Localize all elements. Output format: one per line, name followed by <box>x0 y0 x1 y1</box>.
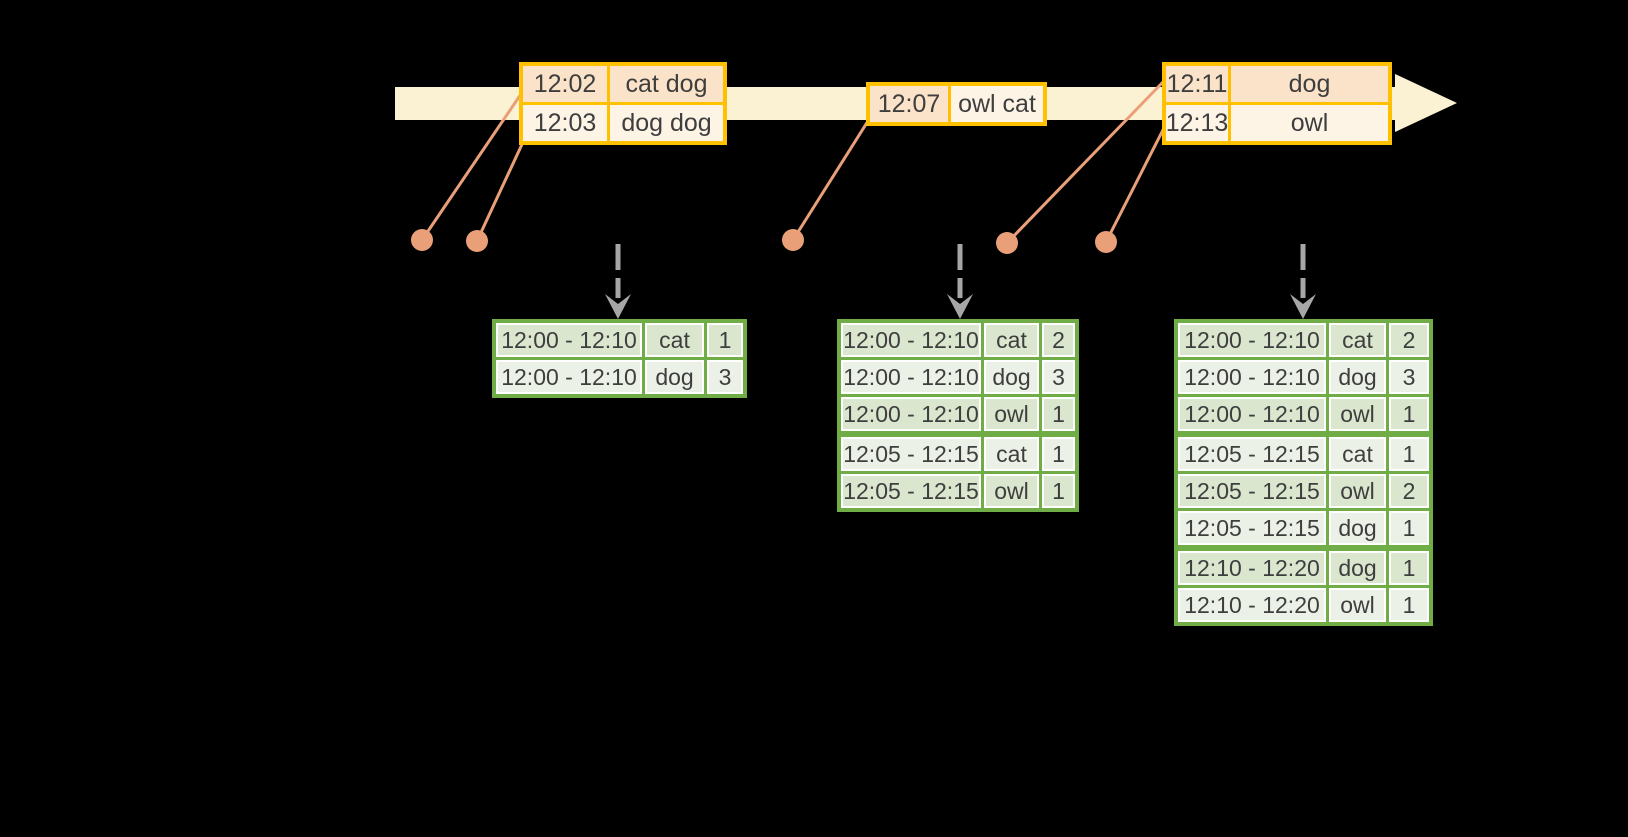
word-cell: owl <box>984 474 1039 508</box>
word-cell: cat <box>1329 437 1386 471</box>
word-cell: dog <box>645 360 704 394</box>
window-cell: 12:05 - 12:15 <box>841 474 981 508</box>
event-time-cell: 12:02 <box>523 66 607 102</box>
count-cell: 2 <box>1389 323 1429 357</box>
count-cell: 3 <box>707 360 743 394</box>
word-cell: dog <box>1329 511 1386 545</box>
result-row: 12:00 - 12:10 owl 1 <box>1178 397 1429 431</box>
result-row: 12:00 - 12:10 dog 3 <box>1178 360 1429 394</box>
event-words-cell: cat dog <box>610 66 723 102</box>
event-dot-icon <box>996 232 1018 254</box>
window-cell: 12:00 - 12:10 <box>841 323 981 357</box>
count-cell: 1 <box>1389 588 1429 622</box>
input-event-row: 12:07 owl cat <box>870 86 1043 122</box>
event-time-cell: 12:07 <box>870 86 948 122</box>
window-cell: 12:00 - 12:10 <box>496 360 642 394</box>
window-cell: 12:00 - 12:10 <box>496 323 642 357</box>
result-row: 12:10 - 12:20 dog 1 <box>1178 551 1429 585</box>
window-cell: 12:00 - 12:10 <box>841 397 981 431</box>
result-row: 12:00 - 12:10 owl 1 <box>841 397 1075 431</box>
word-cell: owl <box>1329 397 1386 431</box>
input-batch-table-2: 12:07 owl cat <box>866 82 1047 126</box>
count-cell: 3 <box>1389 360 1429 394</box>
event-words-cell: owl <box>1231 105 1388 141</box>
trigger-arrowhead-icon <box>1290 294 1316 319</box>
event-connector-line <box>475 139 526 242</box>
result-row: 12:05 - 12:15 owl 1 <box>841 474 1075 508</box>
result-row: 12:00 - 12:10 cat 2 <box>1178 323 1429 357</box>
word-cell: owl <box>1329 474 1386 508</box>
event-connector-line <box>1005 80 1165 245</box>
count-cell: 1 <box>1042 474 1075 508</box>
event-time-cell: 12:13 <box>1166 105 1228 141</box>
trigger-arrowhead-icon <box>947 294 973 319</box>
window-cell: 12:05 - 12:15 <box>841 437 981 471</box>
input-event-row: 12:03 dog dog <box>523 105 723 141</box>
result-row: 12:05 - 12:15 cat 1 <box>841 437 1075 471</box>
event-connector-line <box>420 93 523 241</box>
event-words-cell: owl cat <box>951 86 1043 122</box>
event-connector-line <box>791 120 870 241</box>
window-cell: 12:05 - 12:15 <box>1178 511 1326 545</box>
window-cell: 12:05 - 12:15 <box>1178 474 1326 508</box>
event-connector-line <box>1104 123 1168 243</box>
input-batch-table-3: 12:11 dog 12:13 owl <box>1162 62 1392 145</box>
input-event-row: 12:02 cat dog <box>523 66 723 102</box>
event-words-cell: dog dog <box>610 105 723 141</box>
window-cell: 12:00 - 12:10 <box>841 360 981 394</box>
count-cell: 1 <box>1389 511 1429 545</box>
event-dot-icon <box>782 229 804 251</box>
count-cell: 2 <box>1389 474 1429 508</box>
window-cell: 12:00 - 12:10 <box>1178 397 1326 431</box>
event-time-cell: 12:03 <box>523 105 607 141</box>
result-row: 12:05 - 12:15 cat 1 <box>1178 437 1429 471</box>
count-cell: 1 <box>1389 551 1429 585</box>
result-row: 12:00 - 12:10 cat 2 <box>841 323 1075 357</box>
count-cell: 1 <box>707 323 743 357</box>
count-cell: 1 <box>1389 397 1429 431</box>
input-event-row: 12:11 dog <box>1166 66 1388 102</box>
word-cell: owl <box>984 397 1039 431</box>
event-dot-icon <box>1095 231 1117 253</box>
timeline-arrowhead-icon <box>1395 74 1457 132</box>
count-cell: 1 <box>1042 437 1075 471</box>
input-batch-table-1: 12:02 cat dog 12:03 dog dog <box>519 62 727 145</box>
word-cell: dog <box>1329 360 1386 394</box>
count-cell: 1 <box>1389 437 1429 471</box>
word-cell: dog <box>984 360 1039 394</box>
event-words-cell: dog <box>1231 66 1388 102</box>
result-row: 12:00 - 12:10 cat 1 <box>496 323 743 357</box>
result-row: 12:05 - 12:15 dog 1 <box>1178 511 1429 545</box>
trigger-arrowhead-icon <box>605 294 631 319</box>
window-cell: 12:10 - 12:20 <box>1178 551 1326 585</box>
window-cell: 12:10 - 12:20 <box>1178 588 1326 622</box>
count-cell: 2 <box>1042 323 1075 357</box>
word-cell: cat <box>645 323 704 357</box>
result-table-2: 12:00 - 12:10 cat 2 12:00 - 12:10 dog 3 … <box>837 319 1079 512</box>
result-row: 12:00 - 12:10 dog 3 <box>496 360 743 394</box>
count-cell: 3 <box>1042 360 1075 394</box>
count-cell: 1 <box>1042 397 1075 431</box>
result-row: 12:00 - 12:10 dog 3 <box>841 360 1075 394</box>
result-row: 12:10 - 12:20 owl 1 <box>1178 588 1429 622</box>
window-cell: 12:00 - 12:10 <box>1178 323 1326 357</box>
result-row: 12:05 - 12:15 owl 2 <box>1178 474 1429 508</box>
event-dot-icon <box>466 230 488 252</box>
input-event-row: 12:13 owl <box>1166 105 1388 141</box>
word-cell: owl <box>1329 588 1386 622</box>
window-cell: 12:05 - 12:15 <box>1178 437 1326 471</box>
window-cell: 12:00 - 12:10 <box>1178 360 1326 394</box>
result-table-3: 12:00 - 12:10 cat 2 12:00 - 12:10 dog 3 … <box>1174 319 1433 626</box>
word-cell: cat <box>984 323 1039 357</box>
word-cell: cat <box>1329 323 1386 357</box>
event-dot-icon <box>411 229 433 251</box>
result-table-1: 12:00 - 12:10 cat 1 12:00 - 12:10 dog 3 <box>492 319 747 398</box>
word-cell: cat <box>984 437 1039 471</box>
word-cell: dog <box>1329 551 1386 585</box>
event-time-cell: 12:11 <box>1166 66 1228 102</box>
